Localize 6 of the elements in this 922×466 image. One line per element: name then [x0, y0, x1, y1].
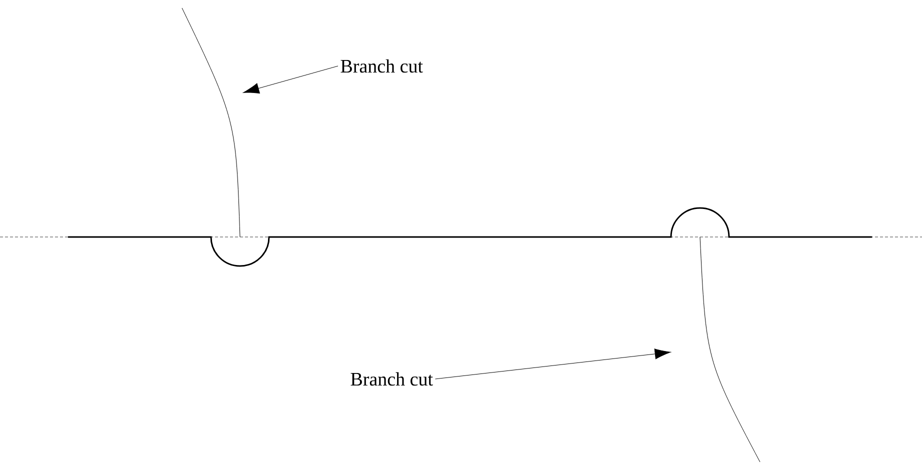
branch-cut-line	[182, 8, 240, 238]
label-text: Branch cut	[340, 59, 423, 73]
arrow	[243, 66, 338, 94]
branch-cut-line	[700, 236, 760, 462]
label-text: Branch cut	[350, 372, 433, 386]
arrow	[434, 348, 671, 380]
